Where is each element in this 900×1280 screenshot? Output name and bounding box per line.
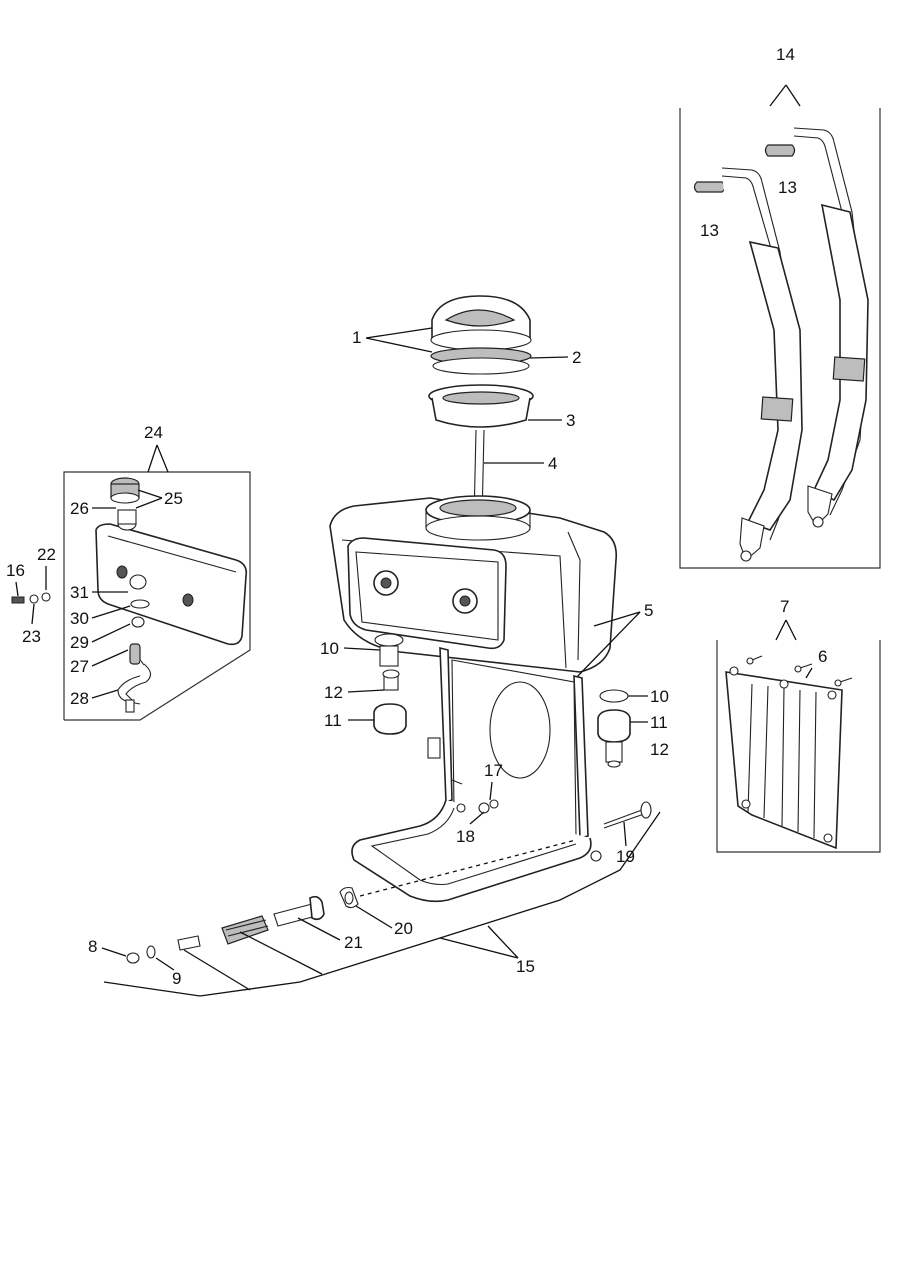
- callout-11-right: 11: [650, 713, 668, 732]
- callout-29: 29: [70, 633, 89, 652]
- callout-20: 20: [394, 919, 413, 938]
- callout-10-left: 10: [320, 639, 339, 658]
- backpack-frame: [351, 646, 602, 903]
- callout-10-right: 10: [650, 687, 669, 706]
- callout-13-left: 13: [700, 221, 719, 240]
- strainer-basket: [428, 384, 534, 428]
- callout-30: 30: [70, 609, 89, 628]
- screw-washer-set-left: 16 22 23: [6, 545, 56, 646]
- tank-cap-detail-panel: 24 26 25 31 30: [63, 423, 251, 721]
- small-tank-cap: [110, 477, 140, 531]
- callout-31: 31: [70, 583, 89, 602]
- small-tank: [95, 523, 248, 646]
- callout-21: 21: [344, 933, 363, 952]
- callout-3: 3: [566, 411, 575, 430]
- callout-12-right: 12: [650, 740, 669, 759]
- outlet-fitting-right: [597, 689, 631, 768]
- threaded-insert: [339, 886, 359, 909]
- strap-buckle-left: [693, 144, 796, 193]
- outlet-fitting-left: [373, 633, 407, 735]
- callout-18: 18: [456, 827, 475, 846]
- callout-24: 24: [144, 423, 163, 442]
- callout-27: 27: [70, 657, 89, 676]
- back-plate-screws: [746, 655, 853, 687]
- long-bolt: [603, 801, 652, 829]
- callout-14: 14: [776, 45, 795, 64]
- shoulder-strap-right: [793, 127, 869, 528]
- back-plate-detail-panel: 7 6: [716, 597, 881, 853]
- callout-6: 6: [818, 647, 827, 666]
- bolt-and-spring: [177, 895, 325, 951]
- strap-detail-panel: 14 13 13: [679, 45, 881, 569]
- callout-1: 1: [352, 328, 361, 347]
- filler-cap-assembly: [430, 295, 532, 375]
- callout-15: 15: [516, 957, 535, 976]
- callout-26: 26: [70, 499, 89, 518]
- main-tank: [329, 495, 618, 673]
- callout-4: 4: [548, 454, 557, 473]
- callout-11-left: 11: [324, 711, 342, 730]
- callout-25: 25: [164, 489, 183, 508]
- shoulder-strap-left: [721, 167, 803, 562]
- callout-17: 17: [484, 761, 503, 780]
- nut-and-washer: [126, 945, 156, 964]
- callout-28: 28: [70, 689, 89, 708]
- callout-5: 5: [644, 601, 653, 620]
- callout-7: 7: [780, 597, 789, 616]
- callout-12-left: 12: [324, 683, 343, 702]
- hose-fitting: [117, 574, 152, 713]
- callout-13-right: 13: [778, 178, 797, 197]
- callout-22: 22: [37, 545, 56, 564]
- callout-19: 19: [616, 847, 635, 866]
- callout-8: 8: [88, 937, 97, 956]
- callout-2: 2: [572, 348, 581, 367]
- callout-16: 16: [6, 561, 25, 580]
- callout-9: 9: [172, 969, 181, 988]
- back-plate: [725, 666, 843, 850]
- frame-screw: [478, 799, 499, 814]
- callout-23: 23: [22, 627, 41, 646]
